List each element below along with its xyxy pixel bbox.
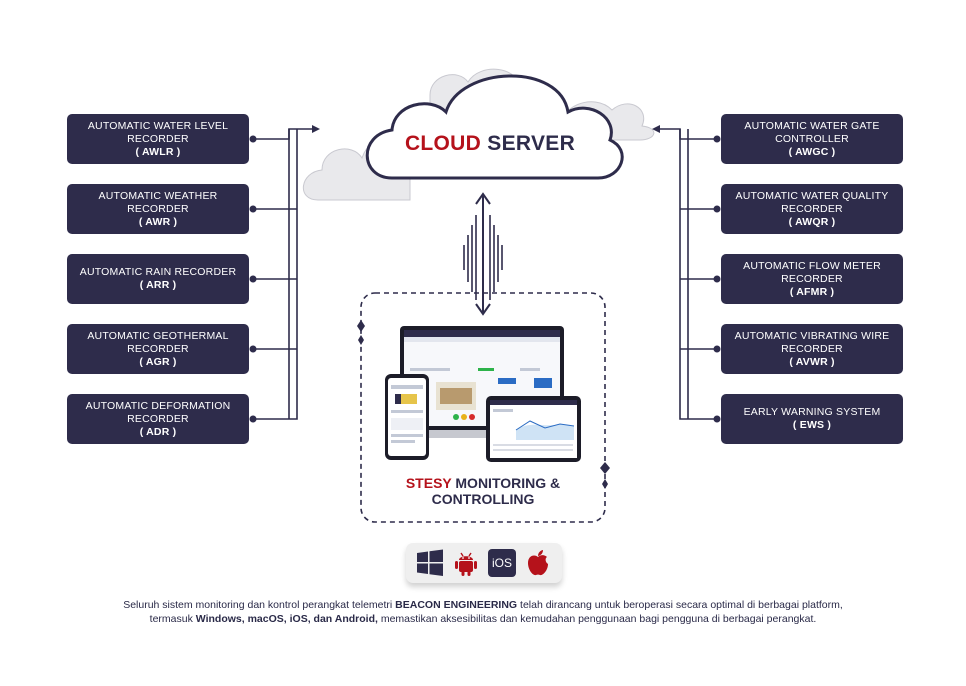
desc-part-3: memastikan aksesibilitas dan kemudahan p… — [377, 613, 817, 625]
ios-icon: iOS — [487, 548, 517, 578]
desc-platforms: Windows, macOS, iOS, dan Android, — [195, 613, 378, 625]
node-code: ( EWS ) — [792, 419, 832, 431]
right-connector-dots — [652, 125, 721, 423]
node-code: ( AVWR ) — [789, 355, 835, 368]
bidirectional-arrow — [475, 192, 491, 316]
description-text: Seluruh sistem monitoring dan kontrol pe… — [120, 598, 846, 626]
desc-part-2: telah dirancang untuk beroperasi secara … — [149, 599, 843, 625]
node-label: AUTOMATIC WATER LEVEL RECORDER — [87, 119, 229, 145]
windows-icon — [415, 548, 445, 578]
node-label: AUTOMATIC WATER QUALITY RECORDER — [735, 189, 889, 215]
node-label: AUTOMATIC WATER GATE CONTROLLER — [744, 119, 880, 145]
node-code: ( AWR ) — [138, 215, 178, 228]
node-awqr: AUTOMATIC WATER QUALITY RECORDER ( AWQR … — [721, 184, 903, 234]
desc-part-1: Seluruh sistem monitoring dan kontrol pe… — [123, 599, 396, 611]
cloud-title-main: SERVER — [487, 132, 576, 155]
node-code: ( AFMR ) — [789, 285, 835, 298]
stesy-title-accent: STESY — [405, 475, 452, 491]
tablet-device — [486, 396, 581, 462]
apple-icon — [523, 548, 553, 578]
node-awr: AUTOMATIC WEATHER RECORDER ( AWR ) — [67, 184, 249, 234]
cloud-server-title: CLOUD SERVER — [395, 132, 585, 156]
cloud-server-shape — [365, 74, 624, 180]
node-arr: AUTOMATIC RAIN RECORDER ( ARR ) — [67, 254, 249, 304]
node-afmr: AUTOMATIC FLOW METER RECORDER ( AFMR ) — [721, 254, 903, 304]
node-label: AUTOMATIC VIBRATING WIRE RECORDER — [734, 329, 890, 355]
node-code: ( AWQR ) — [788, 215, 836, 228]
right-connector-lines — [660, 128, 717, 420]
stesy-title-main: MONITORING & — [455, 475, 561, 491]
android-icon — [451, 548, 481, 578]
node-awlr: AUTOMATIC WATER LEVEL RECORDER ( AWLR ) — [67, 114, 249, 164]
ios-label: iOS — [488, 549, 516, 577]
signal-wave-lines — [463, 215, 503, 300]
node-code: ( AWLR ) — [135, 145, 181, 158]
stesy-dashed-frame — [357, 292, 610, 523]
desc-brand: BEACON ENGINEERING — [395, 599, 518, 611]
node-label: AUTOMATIC GEOTHERMAL RECORDER — [87, 329, 229, 355]
phone-device — [385, 374, 429, 460]
node-awgc: AUTOMATIC WATER GATE CONTROLLER ( AWGC ) — [721, 114, 903, 164]
node-code: ( ADR ) — [139, 425, 177, 438]
node-label: AUTOMATIC DEFORMATION RECORDER — [85, 399, 231, 425]
node-avwr: AUTOMATIC VIBRATING WIRE RECORDER ( AVWR… — [721, 324, 903, 374]
node-label: EARLY WARNING SYSTEM — [743, 406, 881, 418]
node-label: AUTOMATIC RAIN RECORDER — [79, 266, 237, 278]
node-label: AUTOMATIC FLOW METER RECORDER — [743, 259, 881, 285]
node-code: ( AGR ) — [139, 355, 177, 368]
node-label: AUTOMATIC WEATHER RECORDER — [98, 189, 218, 215]
node-adr: AUTOMATIC DEFORMATION RECORDER ( ADR ) — [67, 394, 249, 444]
node-ews: EARLY WARNING SYSTEM ( EWS ) — [721, 394, 903, 444]
node-code: ( AWGC ) — [788, 145, 836, 158]
node-code: ( ARR ) — [139, 279, 177, 291]
left-connector-lines — [253, 128, 312, 420]
node-agr: AUTOMATIC GEOTHERMAL RECORDER ( AGR ) — [67, 324, 249, 374]
stesy-title: STESY MONITORING & CONTROLLING — [380, 475, 586, 507]
cloud-title-accent: CLOUD — [404, 132, 482, 155]
platform-bar: iOS — [406, 543, 562, 583]
left-connector-dots — [249, 125, 320, 423]
stesy-title-line2: CONTROLLING — [431, 491, 535, 507]
